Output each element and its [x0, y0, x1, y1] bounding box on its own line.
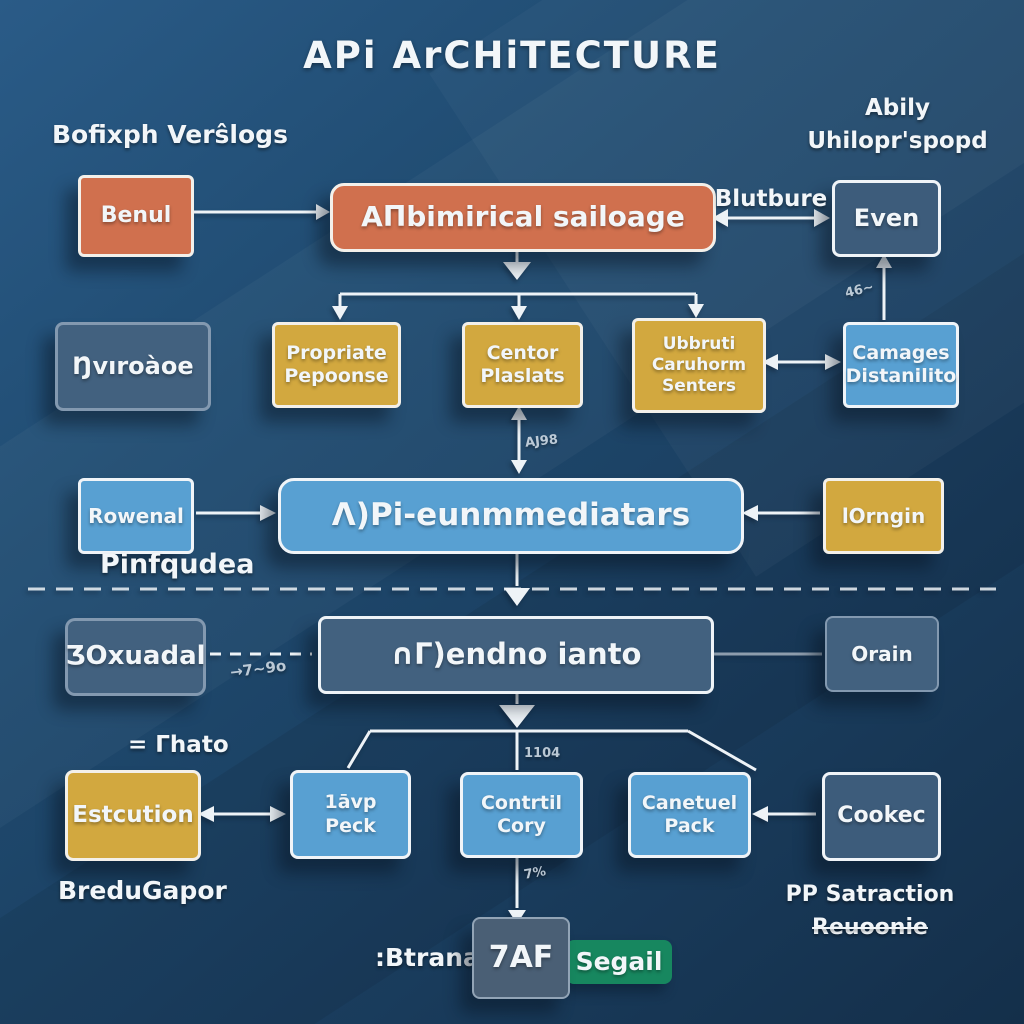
node-centor-line2: Plaslats [480, 365, 565, 387]
node-api-intermediaries-label: Λ)Pi-eunmmediatars [331, 497, 691, 534]
node-lavp-pack: 1āvp Peck [290, 770, 411, 859]
node-even-label: Even [853, 203, 920, 232]
node-main-gateway-label: AΠbimirical sailoage [361, 200, 685, 234]
node-boxundal: ƷOxuadal [65, 618, 206, 696]
node-contrtil-line2: Cory [497, 815, 546, 837]
node-nviroaoe-label: Ŋvıroàoe [72, 351, 194, 380]
node-camages: Camages Distanilito [843, 322, 959, 408]
node-lorgin-label: lOrngin [841, 503, 926, 528]
node-centor-line1: Centor [486, 341, 559, 364]
label-pp-satraction: PP Satraction Reuoonie [760, 878, 980, 944]
node-contrtil-cory: Contrtil Cory [460, 772, 583, 858]
node-orain-label: Orain [851, 641, 913, 666]
node-propriate: Propriate Pepoonse [272, 322, 401, 408]
node-segail: Segail [566, 940, 672, 984]
node-ubbruti: Ubbruti Caruhorm Senters [632, 318, 766, 413]
label-top-left: Bofixph Verŝlogs [52, 120, 288, 149]
arrow-api-to-nendno [504, 552, 530, 606]
label-blutbure: Blutbure [714, 186, 828, 212]
node-even: Even [832, 180, 941, 257]
arrow-cookec-to-canetuel [752, 806, 816, 822]
node-boxundal-label: ƷOxuadal [65, 641, 206, 672]
node-lavp-line1: 1āvp [324, 791, 377, 814]
label-btranal: :Btranal [375, 943, 489, 972]
node-canetuel-pack: Canetuel Pack [628, 772, 751, 858]
node-nendno-label: ∩Γ)endno ianto [390, 637, 642, 672]
node-canetuel-line2: Pack [664, 815, 715, 837]
node-orain: Orain [825, 616, 939, 692]
label-pp-line2: Reuoonie [812, 915, 928, 940]
node-propriate-line2: Pepoonse [284, 365, 389, 387]
node-taf-label: 7AF [488, 939, 554, 975]
arrow-main-even-double [712, 209, 830, 227]
arrow-lorgin-to-api [742, 505, 820, 521]
arrow-benul-to-main [194, 204, 330, 220]
node-api-intermediaries: Λ)Pi-eunmmediatars [278, 478, 744, 554]
arrow-centor-api-double [511, 406, 527, 474]
node-cookec-label: Cookec [837, 803, 926, 829]
node-segail-label: Segail [575, 946, 663, 976]
node-rowenal: Rowenal [78, 478, 194, 554]
node-canetuel-line1: Canetuel [641, 791, 738, 814]
node-ubbruti-line3: Senters [661, 375, 737, 396]
node-ubbruti-line2: Caruhorm [651, 355, 747, 376]
node-camages-line2: Distanilito [845, 365, 957, 387]
node-nendno: ∩Γ)endno ianto [318, 616, 714, 694]
node-centor: Centor Plaslats [462, 322, 583, 408]
node-lorgin: lOrngin [823, 478, 944, 554]
node-cookec: Cookec [822, 772, 941, 861]
label-fhato: = Γhato [128, 732, 229, 758]
node-taf: 7AF [472, 917, 570, 999]
annotation-1104: 1104 [524, 746, 561, 761]
arrow-estcution-lavp-double [198, 806, 286, 822]
node-estcution-label: Estcution [72, 802, 194, 829]
node-rowenal-label: Rowenal [88, 503, 184, 528]
arrow-rowenal-to-api [196, 505, 276, 521]
connector-main-branch [332, 248, 704, 320]
node-camages-line1: Camages [852, 341, 950, 364]
arrow-ubbruti-camages-double [762, 354, 841, 370]
label-ability: Abily Uhilopr'spopd [805, 92, 990, 159]
node-main-gateway: AΠbimirical sailoage [330, 183, 716, 252]
node-benul-label: Benul [100, 202, 172, 228]
label-ability-line1: Abily [864, 95, 931, 121]
arrow-camages-to-even [876, 254, 892, 320]
node-estcution: Estcution [65, 770, 201, 861]
node-lavp-line2: Peck [325, 814, 376, 837]
label-ability-line2: Uhilopr'spopd [807, 128, 988, 155]
node-propriate-line1: Propriate [286, 341, 387, 364]
label-bredugapor: BreduGapor [58, 876, 227, 905]
page-title: APi ArCHiTECTURE [303, 34, 721, 77]
label-pp-line1: PP Satraction [785, 882, 955, 907]
node-benul: Benul [78, 175, 194, 257]
node-ubbruti-line1: Ubbruti [662, 334, 736, 355]
node-nviroaoe: Ŋvıroàoe [55, 322, 211, 411]
label-pinfqudea: Pinfqudea [100, 549, 255, 580]
node-contrtil-line1: Contrtil [480, 791, 563, 814]
